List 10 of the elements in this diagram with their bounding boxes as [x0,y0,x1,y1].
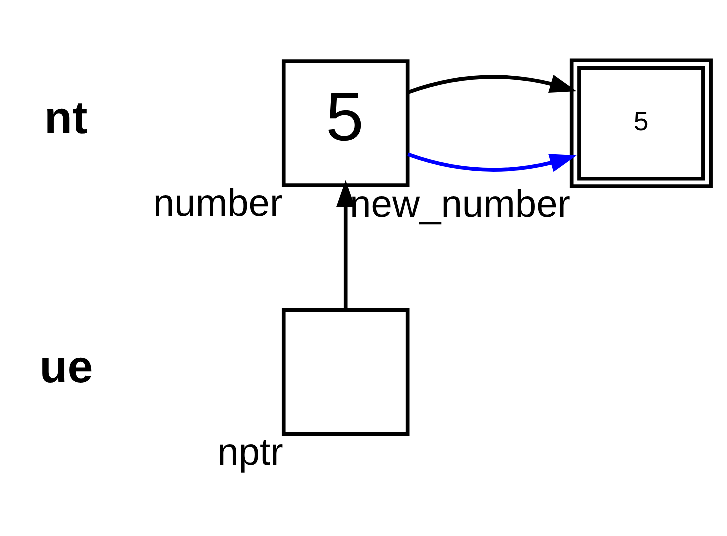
node-label: nptr [218,430,284,474]
arrow [336,180,356,310]
label: ue [40,340,94,392]
node-label: number [153,182,283,225]
arrow [408,152,577,172]
label: nt [44,92,88,143]
arrow [408,74,577,94]
node-box [282,308,410,436]
node-box: 5 [282,59,410,187]
node-box: 5 [570,58,713,188]
